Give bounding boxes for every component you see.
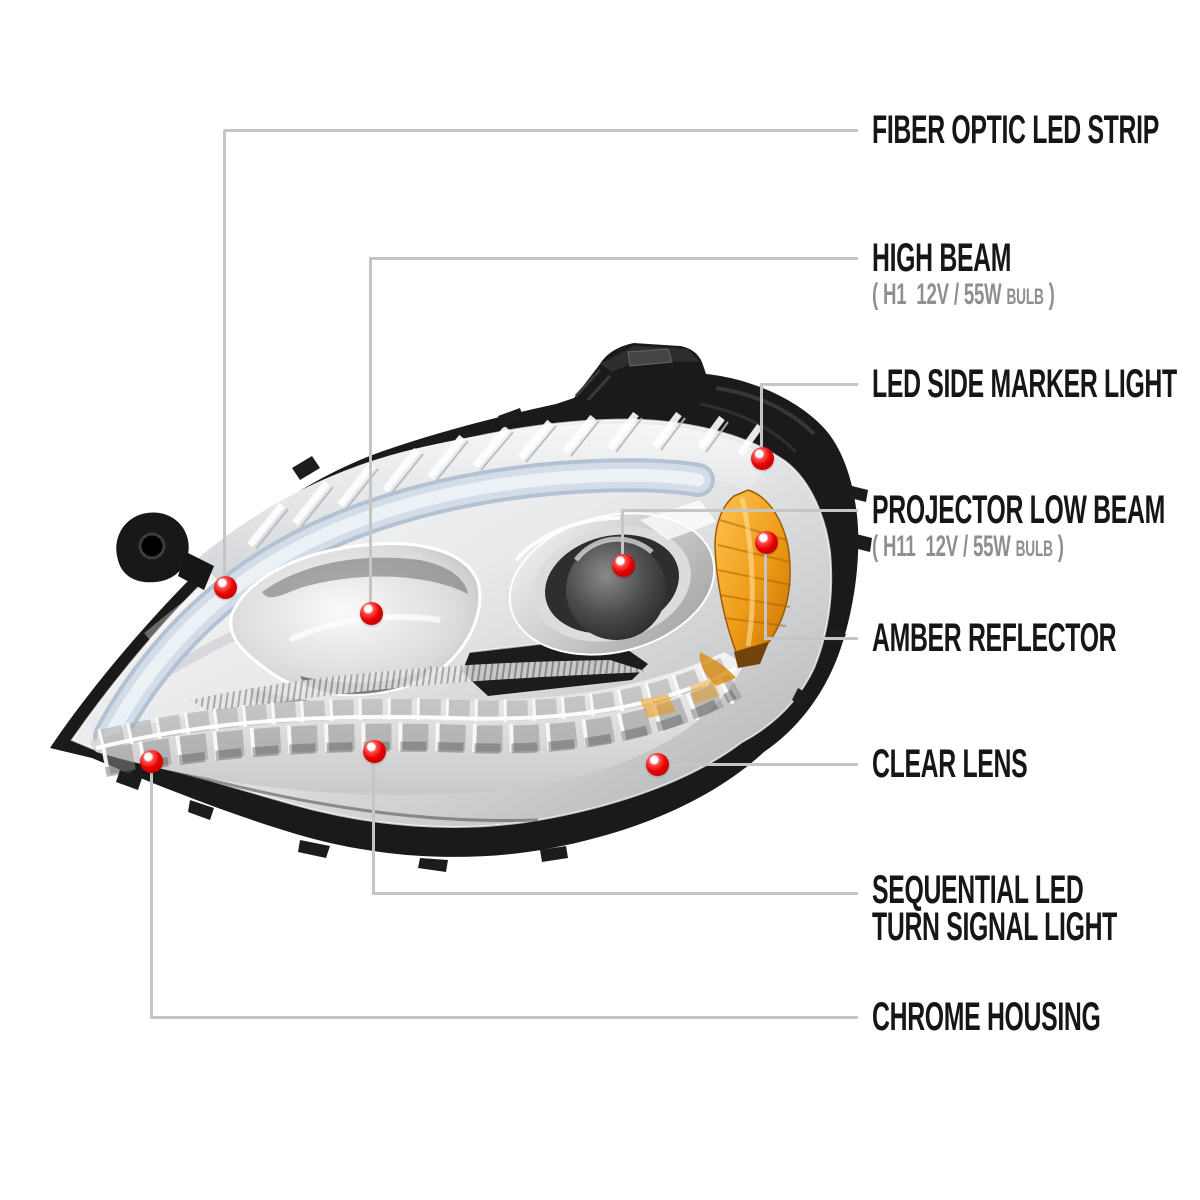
callout-dot-amber-reflector (755, 531, 778, 554)
fiber-optic-led-strip-art (93, 458, 715, 753)
label-text: CLEAR LENS (872, 742, 1028, 786)
label-text: CHROME HOUSING (872, 995, 1101, 1039)
callout-label-chrome-housing: CHROME HOUSING (872, 997, 1200, 1037)
callout-label-clear-lens: CLEAR LENS (872, 744, 1123, 784)
label-text: LED SIDE MARKER LIGHT (872, 362, 1177, 406)
callout-dot-chrome-housing (140, 750, 163, 773)
callout-label-fiber-optic-led-strip: FIBER OPTIC LED STRIP (872, 110, 1200, 150)
callout-line-amber-reflector-v (764, 543, 767, 638)
callout-line-projector-low-beam (621, 509, 858, 512)
callout-label-led-side-marker: LED SIDE MARKER LIGHT (872, 364, 1200, 404)
callout-line-high-beam (369, 257, 858, 260)
hatch-reflector-band (196, 411, 772, 584)
callout-label-projector-low-beam: PROJECTOR LOW BEAM (872, 490, 1200, 530)
housing-tabs (116, 408, 872, 872)
callout-line-sequential-led-v (372, 752, 375, 893)
label-text: HIGH BEAM (872, 236, 1012, 280)
callout-dot-fiber-optic-led-strip (214, 576, 237, 599)
sublabel-text: ( H11 12V / 55W BULB ) (872, 530, 1064, 563)
callout-sublabel-high-beam: ( H1 12V / 55W BULB ) (872, 279, 1167, 313)
callout-line-chrome-housing (150, 1016, 858, 1019)
label-text: PROJECTOR LOW BEAM (872, 488, 1165, 532)
callout-dot-sequential-led (363, 740, 386, 763)
label-text: AMBER REFLECTOR (872, 616, 1117, 660)
callout-line-sequential-led (372, 892, 858, 895)
callout-line-fiber-optic-led-strip (224, 129, 858, 132)
callout-label-amber-reflector: AMBER REFLECTOR (872, 618, 1200, 658)
callout-line-high-beam-v (369, 258, 372, 614)
callout-line-clear-lens (657, 763, 858, 766)
callout-line-fiber-optic-led-strip-v (223, 130, 226, 588)
amber-reflector-art (699, 489, 792, 686)
callout-dot-led-side-marker (751, 447, 774, 470)
projector-lens (508, 500, 716, 656)
callout-line-projector-low-beam-v (621, 510, 624, 566)
callout-sublabel-projector-low-beam: ( H11 12V / 55W BULB ) (872, 531, 1181, 565)
led-turn-signal-band (90, 652, 744, 796)
sublabel-text: ( H1 12V / 55W BULB ) (872, 278, 1055, 311)
callout-line-led-side-marker-v (760, 384, 763, 459)
callout-line-led-side-marker (760, 383, 858, 386)
callout-line-chrome-housing-v (150, 762, 153, 1017)
callout-line-amber-reflector (764, 637, 858, 640)
label-text: FIBER OPTIC LED STRIP (872, 108, 1159, 152)
callout-dot-clear-lens (646, 753, 669, 776)
callout-label-high-beam: HIGH BEAM (872, 238, 1096, 278)
mounting-ring (116, 512, 214, 590)
callout-dot-high-beam (360, 602, 383, 625)
ribbed-texture (190, 660, 648, 714)
callout-dot-projector-low-beam (612, 554, 635, 577)
